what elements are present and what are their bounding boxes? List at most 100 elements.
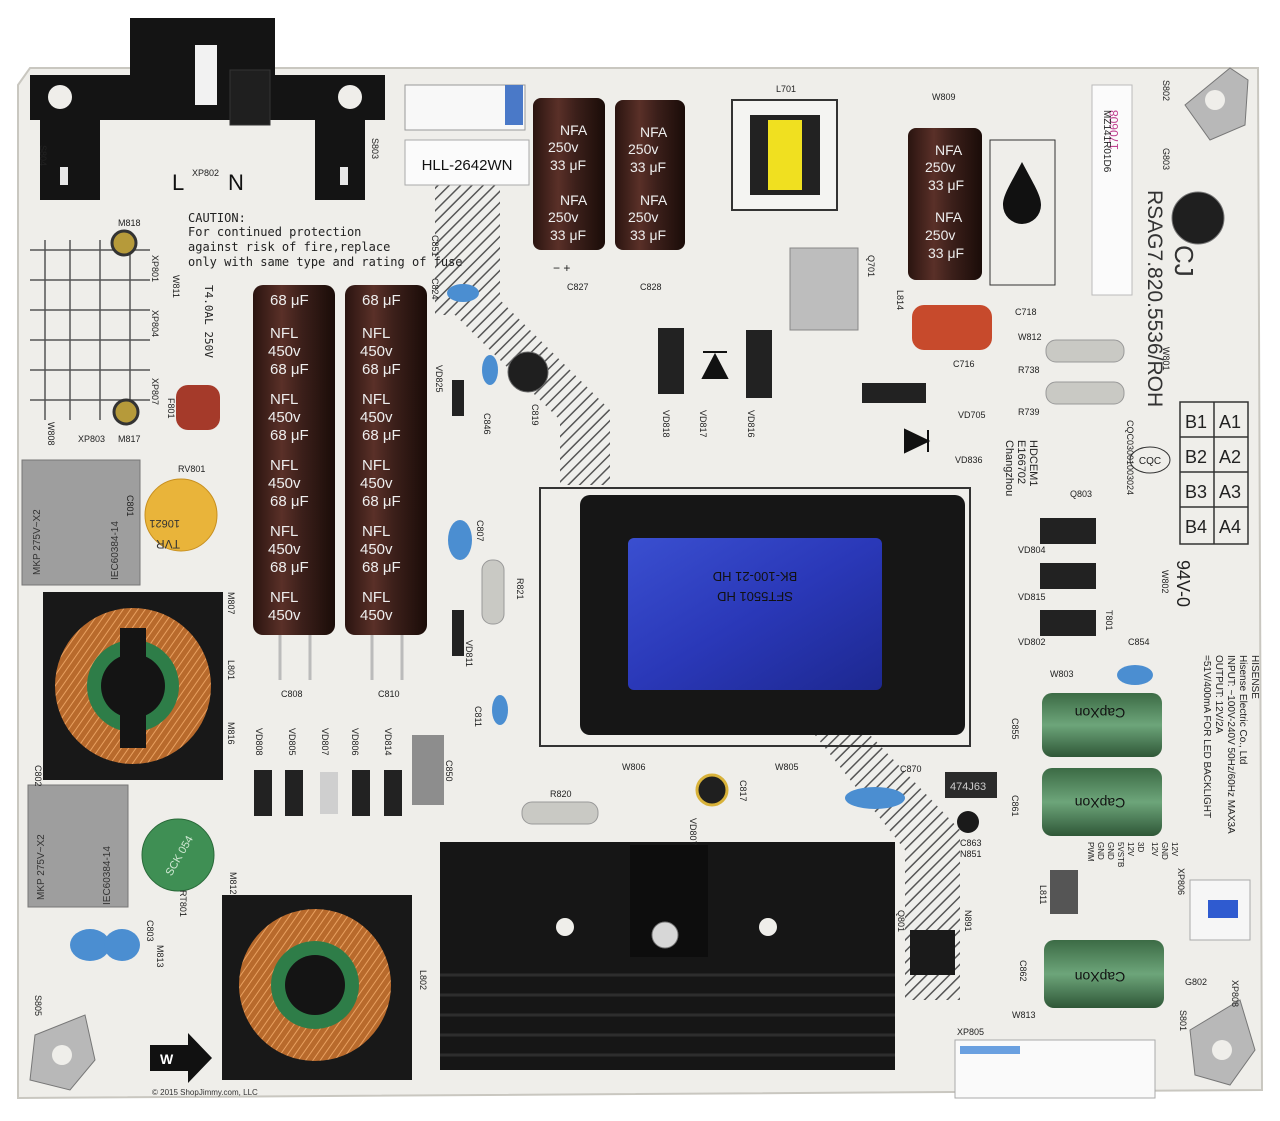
capacitor-c827: NFA 250v 33 μF NFA 250v 33 μF — [533, 98, 605, 250]
svg-text:NFL: NFL — [362, 457, 390, 474]
svg-text:S801: S801 — [1178, 1010, 1188, 1031]
svg-text:W809: W809 — [932, 92, 956, 102]
svg-text:VD818: VD818 — [661, 410, 671, 438]
svg-text:12V: 12V — [1170, 842, 1179, 857]
ac-connector — [30, 18, 385, 200]
main-transformer-outline — [539, 487, 971, 747]
svg-text:33 μF: 33 μF — [630, 159, 666, 175]
svg-text:C827: C827 — [567, 282, 589, 292]
svg-text:VD805: VD805 — [287, 728, 297, 756]
fuse — [176, 385, 220, 430]
svg-text:68 μF: 68 μF — [362, 559, 401, 576]
svg-text:C855: C855 — [1010, 718, 1020, 740]
svg-text:NFL: NFL — [270, 457, 298, 474]
part-number: RSAG7.820.5536/ROH — [1143, 190, 1166, 407]
svg-text:XP802: XP802 — [192, 168, 219, 178]
svg-text:C718: C718 — [1015, 307, 1037, 317]
svg-text:68 μF: 68 μF — [270, 427, 309, 444]
x2-capacitor-c801: MKP 275V~X2 IEC60384-14 — [21, 459, 141, 586]
svg-text:33 μF: 33 μF — [928, 177, 964, 193]
svg-text:Q701: Q701 — [866, 255, 876, 277]
svg-text:C803: C803 — [145, 920, 155, 942]
svg-text:W813: W813 — [1012, 1010, 1036, 1020]
svg-text:C802: C802 — [33, 765, 43, 787]
svg-text:33 μF: 33 μF — [550, 157, 586, 173]
test-grid: B1 A1 B2 A2 B3 A3 B4 A4 — [1179, 401, 1249, 545]
svg-text:OUTPUT: 12V/2A: OUTPUT: 12V/2A — [1213, 655, 1224, 734]
svg-text:L701: L701 — [776, 84, 796, 94]
svg-text:T801: T801 — [1104, 610, 1114, 631]
svg-text:NFA: NFA — [560, 192, 588, 208]
svg-text:MKP 275V~X2: MKP 275V~X2 — [36, 834, 47, 900]
resistors — [481, 339, 1125, 914]
mount-hole-m818 — [110, 229, 138, 257]
svg-text:450v: 450v — [360, 409, 393, 426]
svg-text:C808: C808 — [281, 689, 303, 699]
svg-text:VD811: VD811 — [464, 640, 474, 667]
capacitor-c810: 68 μF NFL 450v 68 μF NFL 450v 68 μF NFL … — [345, 285, 427, 635]
choke-l802 — [222, 895, 412, 1080]
svg-text:12V: 12V — [1150, 842, 1159, 857]
hatched-trace — [435, 185, 610, 485]
capxon-c861: CapXon — [1042, 768, 1162, 836]
transformer-line-2: SFT5501 HD — [717, 589, 793, 604]
heatsink-hole-right — [759, 918, 777, 936]
svg-text:GND: GND — [1160, 842, 1169, 860]
blue-ceramic-caps — [70, 284, 1153, 961]
svg-text:C870: C870 — [900, 764, 922, 774]
symbol-box — [989, 139, 1056, 286]
ul-file: E166702 — [1015, 440, 1027, 484]
heatsink-fins — [440, 973, 895, 1057]
svg-text:NFL: NFL — [270, 391, 298, 408]
svg-text:33 μF: 33 μF — [550, 227, 586, 243]
svg-text:GND: GND — [1096, 842, 1105, 860]
svg-text:68 μF: 68 μF — [362, 493, 401, 510]
svg-text:XP806: XP806 — [1176, 868, 1186, 895]
svg-text:A3: A3 — [1219, 482, 1241, 502]
svg-text:B3: B3 — [1185, 482, 1207, 502]
svg-text:A2: A2 — [1219, 447, 1241, 467]
svg-text:C828: C828 — [640, 282, 662, 292]
svg-text:NFA: NFA — [640, 124, 668, 140]
svg-text:R821: R821 — [515, 578, 525, 600]
svg-text:R739: R739 — [1018, 407, 1040, 417]
svg-text:C801: C801 — [125, 495, 135, 517]
capacitor-c817 — [695, 773, 729, 807]
svg-text:C861: C861 — [1010, 795, 1020, 817]
svg-text:C851: C851 — [430, 235, 440, 257]
svg-text:INPUT: ~100V-240V 50Hz/60Hz MA: INPUT: ~100V-240V 50Hz/60Hz MAX3A — [1225, 655, 1236, 834]
hisense-info: HISENSE Hisense Electric Co., Ltd INPUT:… — [1201, 655, 1260, 834]
svg-text:M816: M816 — [226, 722, 236, 745]
svg-text:A1: A1 — [1219, 412, 1241, 432]
svg-text:CapXon: CapXon — [1075, 969, 1126, 985]
mount-hole-m817 — [112, 398, 140, 426]
choke-l801 — [43, 592, 223, 780]
svg-text:B1: B1 — [1185, 412, 1207, 432]
svg-text:C862: C862 — [1018, 960, 1028, 982]
transistor-474j63 — [945, 772, 997, 798]
caution-title: CAUTION: — [188, 211, 246, 225]
svg-text:68 μF: 68 μF — [270, 361, 309, 378]
svg-text:NFL: NFL — [362, 589, 390, 606]
svg-text:VD802: VD802 — [1018, 637, 1046, 647]
svg-text:PWM: PWM — [1086, 842, 1095, 862]
svg-text:RT801: RT801 — [178, 890, 188, 917]
diode-symbol-vd817 — [701, 351, 729, 379]
svg-text:VD836: VD836 — [955, 455, 983, 465]
capacitor-c808: 68 μF NFL 450v 68 μF NFL 450v 68 μF NFL … — [253, 285, 335, 635]
svg-text:450v: 450v — [360, 343, 393, 360]
svg-text:HISENSE: HISENSE — [1249, 655, 1260, 699]
caution-block: CAUTION: For continued protection agains… — [188, 211, 463, 358]
svg-text:W811: W811 — [171, 275, 181, 298]
svg-text:33 μF: 33 μF — [928, 245, 964, 261]
svg-text:C854: C854 — [1128, 637, 1150, 647]
svg-text:VD817: VD817 — [698, 410, 708, 438]
svg-text:M807: M807 — [226, 592, 236, 615]
svg-text:VD806: VD806 — [350, 728, 360, 756]
connector-xp806-blue — [1208, 900, 1238, 918]
svg-text:NFL: NFL — [362, 523, 390, 540]
svg-text:VD808: VD808 — [254, 728, 264, 756]
svg-text:XP803: XP803 — [78, 434, 105, 444]
svg-text:B4: B4 — [1185, 517, 1207, 537]
svg-text:IEC60384-14: IEC60384-14 — [102, 846, 113, 905]
